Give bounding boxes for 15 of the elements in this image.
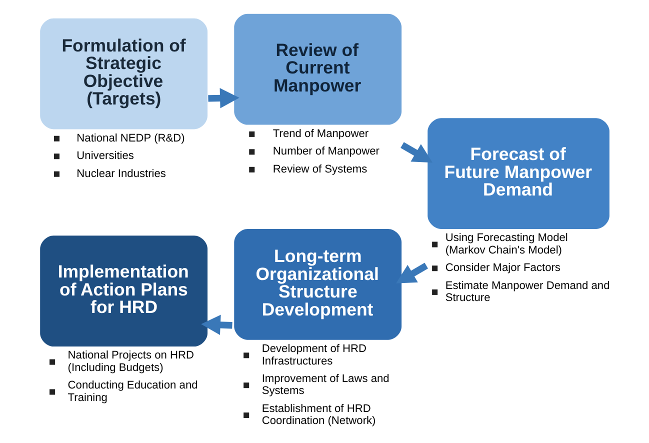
arrow <box>396 262 428 284</box>
node-label: Review of Systems <box>272 163 368 176</box>
node-label: National Projects on HRD (Including Budgets) <box>68 350 194 374</box>
arrow <box>201 314 232 336</box>
arrow <box>208 88 240 108</box>
node-label: Using Forecasting Model (Markov Chain's Model) <box>445 232 568 256</box>
node-label: Trend of Manpower <box>272 128 369 140</box>
arrow <box>400 142 432 163</box>
node-label: Consider Major Factors <box>445 262 560 274</box>
node-label: Nuclear Industries <box>76 168 166 180</box>
node-label: Number of Manpower <box>272 146 380 158</box>
node-label: Development of HRD Infrastructures <box>262 343 367 368</box>
node-label: Universities <box>76 150 134 162</box>
node-label: Improvement of Laws and Systems <box>262 372 390 398</box>
node-label: National NEDP (R&D) <box>76 132 185 144</box>
